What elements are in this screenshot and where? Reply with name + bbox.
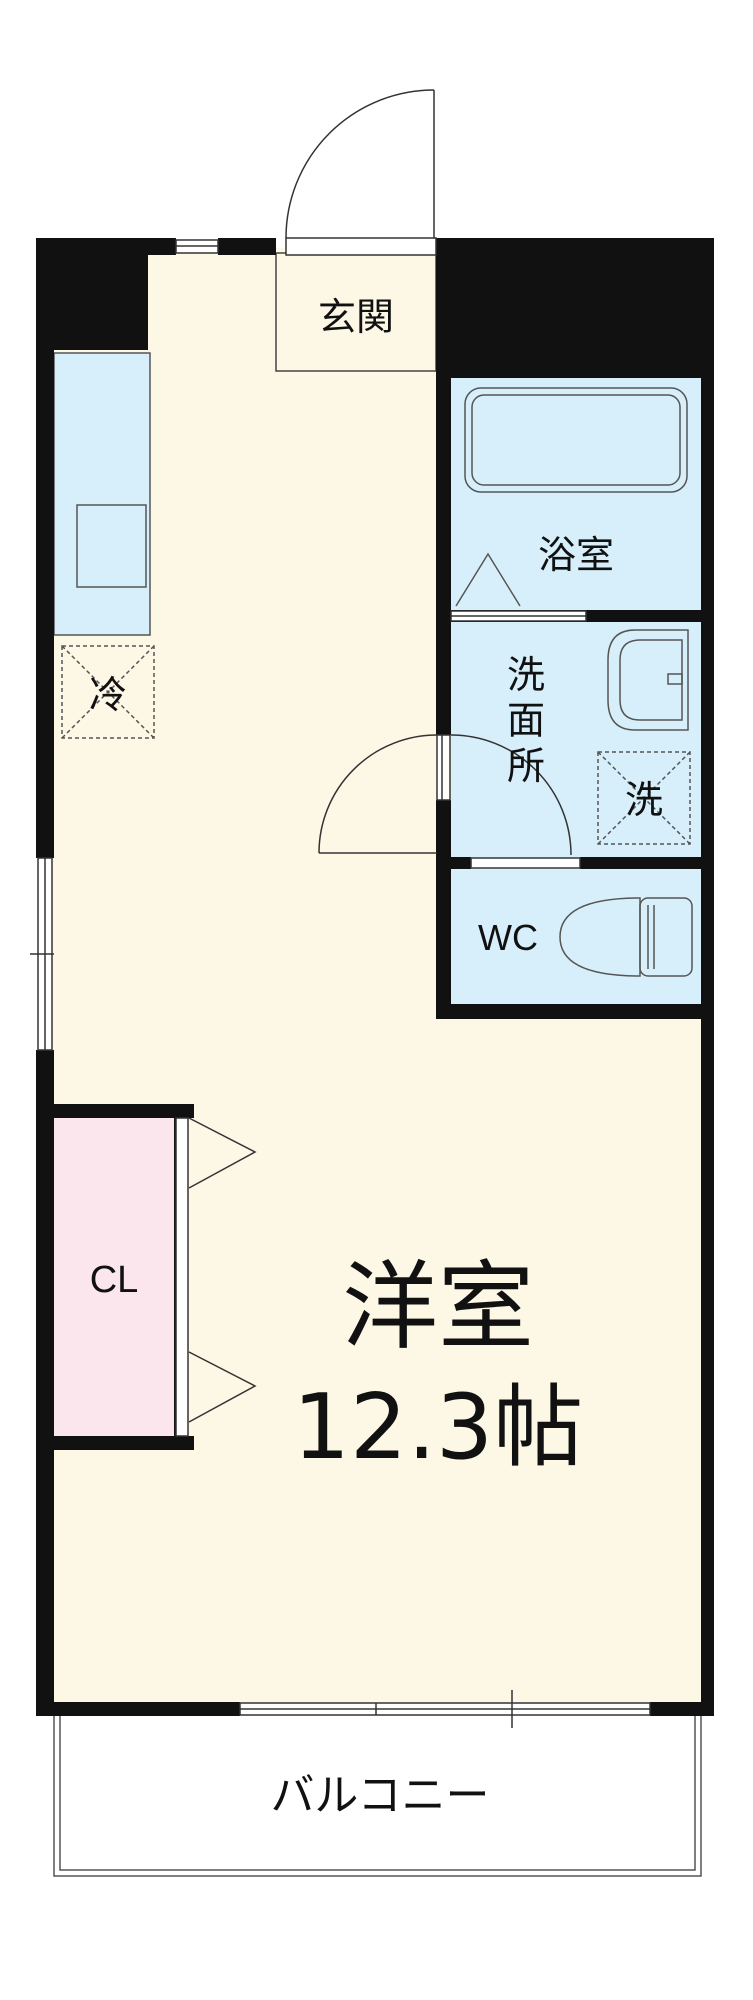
wc-doorway: [470, 857, 581, 869]
closet-door-lower: [188, 1351, 257, 1423]
washroom-label-char: 面: [507, 699, 545, 743]
bath-door-swing: [455, 552, 521, 607]
entrance-doorway: [285, 237, 437, 256]
closet-floor: [54, 1118, 174, 1436]
entrance-label: 玄関: [318, 295, 394, 339]
main-room-label: 洋室: [342, 1251, 534, 1363]
washroom-label-char: 洗: [507, 653, 545, 697]
washbasin: [607, 629, 689, 731]
sink-basin: [76, 504, 147, 588]
toilet-bowl: [559, 897, 641, 977]
washroom-label: 洗面所: [507, 653, 545, 788]
closet-label: CL: [90, 1259, 139, 1301]
washer-label: 洗: [625, 778, 663, 822]
toilet-tank: [639, 897, 693, 977]
washroom-floor: [451, 622, 701, 857]
washroom-doorway: [436, 734, 451, 801]
wc-floor: [451, 869, 701, 1004]
floors: [48, 248, 701, 1714]
washroom-label-char: 所: [507, 744, 545, 788]
bath-floor: [451, 378, 701, 610]
windows: [30, 239, 651, 1728]
washer-pan: [597, 751, 691, 845]
fridge-space: [61, 645, 155, 739]
main-room-size-label: 12.3帖: [293, 1375, 583, 1480]
bathtub: [464, 387, 688, 493]
bath-label: 浴室: [538, 533, 614, 577]
balcony-label: バルコニー: [270, 1770, 489, 1821]
washroom-door-swing-left: [318, 734, 438, 854]
balcony: [53, 1716, 702, 1877]
entrance-floor: [275, 252, 437, 372]
kitchen-counter: [53, 352, 151, 636]
wc-label: WC: [478, 917, 538, 958]
closet-door-upper: [188, 1117, 257, 1189]
fixtures: [61, 387, 693, 977]
doors: [175, 89, 587, 1437]
labels: 玄関 浴室 洗面所 洗 WC 冷 CL 洋室 12.3帖 バルコニー: [89, 295, 663, 1821]
entrance-door-swing: [285, 89, 435, 239]
washroom-door-swing-right: [450, 734, 572, 856]
fridge-label: 冷: [89, 673, 127, 717]
